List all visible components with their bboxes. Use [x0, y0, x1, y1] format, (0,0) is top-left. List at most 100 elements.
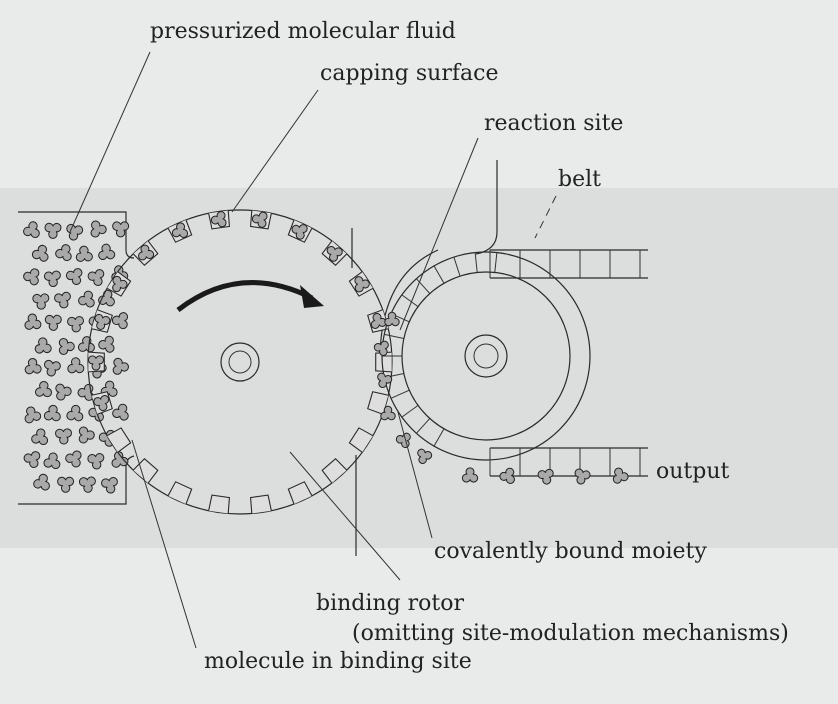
molecule [31, 428, 49, 446]
label-capping-surface: capping surface [320, 61, 498, 86]
rotation-arrow [176, 280, 314, 312]
molecule [23, 221, 40, 238]
binding-site [249, 494, 272, 514]
molecule [67, 357, 85, 374]
molecule [58, 337, 75, 355]
molecule [93, 395, 110, 412]
nip-molecules [373, 311, 433, 465]
molecule [612, 467, 629, 484]
leader-molecule [131, 439, 197, 649]
molecule [54, 291, 71, 309]
rotor-hub [220, 342, 260, 382]
molecule [43, 270, 61, 288]
leader-belt [534, 195, 557, 239]
molecule [87, 453, 105, 470]
molecule [373, 340, 389, 357]
molecule [138, 244, 155, 261]
molecule [23, 451, 41, 468]
molecule [354, 276, 370, 293]
molecule [57, 476, 75, 493]
label-molecule-in-site: molecule in binding site [204, 649, 472, 674]
molecule [43, 359, 61, 377]
molecule [44, 314, 62, 331]
molecule [78, 476, 96, 493]
molecule [574, 468, 591, 485]
molecule [67, 316, 85, 333]
molecule [111, 312, 129, 330]
molecule [461, 467, 479, 483]
molecule [23, 268, 40, 286]
molecule [78, 426, 95, 444]
molecule [75, 245, 93, 262]
molecule [43, 404, 61, 422]
molecule [291, 224, 308, 240]
molecule [87, 269, 105, 286]
belt-rotor [381, 251, 591, 461]
label-output: output [656, 459, 730, 484]
housing [351, 160, 498, 556]
molecule [55, 383, 72, 401]
label-reaction-site: reaction site [484, 111, 623, 136]
molecule [94, 313, 111, 330]
binding-site [287, 481, 313, 505]
molecule [98, 289, 115, 307]
molecule [55, 244, 72, 262]
fluid-molecules [23, 220, 130, 494]
molecule [417, 448, 433, 465]
molecule [377, 372, 393, 389]
molecule [44, 222, 62, 239]
molecule [210, 211, 227, 228]
molecule [251, 211, 268, 228]
molecule [537, 468, 554, 485]
leader-capping [231, 89, 319, 213]
leader-rotor [289, 451, 401, 581]
molecule [380, 405, 396, 421]
molecule [112, 221, 130, 238]
molecule [112, 357, 129, 375]
binding-site [208, 494, 231, 514]
molecule [87, 355, 105, 371]
molecule [78, 290, 95, 308]
rotation-arrowhead [300, 285, 324, 308]
belt-rotor-hub [464, 334, 508, 378]
molecule [98, 335, 115, 353]
molecule [101, 477, 118, 494]
label-covalently-bound: covalently bound moiety [434, 539, 707, 564]
molecule [98, 243, 116, 261]
molecule [112, 275, 128, 293]
binding-site [167, 481, 193, 505]
binding-site [321, 458, 348, 484]
molecule [24, 313, 42, 330]
molecule [112, 403, 129, 421]
molecule [90, 220, 107, 238]
molecule [34, 380, 52, 398]
leader-reaction [399, 137, 479, 331]
molecule [66, 404, 84, 422]
rotor-molecules [87, 211, 387, 412]
molecule [171, 222, 189, 238]
binding-rotor [87, 209, 393, 515]
molecule [326, 245, 343, 262]
molecule [370, 312, 387, 329]
label-pressurized-fluid: pressurized molecular fluid [150, 19, 456, 44]
molecule [32, 293, 50, 310]
molecule [31, 244, 49, 262]
fluid-reservoir [18, 211, 135, 505]
molecule [24, 357, 42, 375]
molecule [65, 450, 82, 468]
binding-site [106, 427, 132, 453]
upper-belt [489, 249, 648, 279]
molecule [33, 473, 50, 491]
molecule [43, 452, 61, 470]
leader-fluid [69, 51, 151, 233]
output-molecules [461, 467, 629, 485]
leader-covalent [397, 411, 433, 539]
belt-rotor-axle [473, 343, 499, 369]
label-belt: belt [558, 167, 601, 192]
molecule [499, 467, 515, 484]
molecule [111, 451, 129, 468]
molecule [55, 428, 73, 445]
rotor-axle [228, 350, 252, 374]
